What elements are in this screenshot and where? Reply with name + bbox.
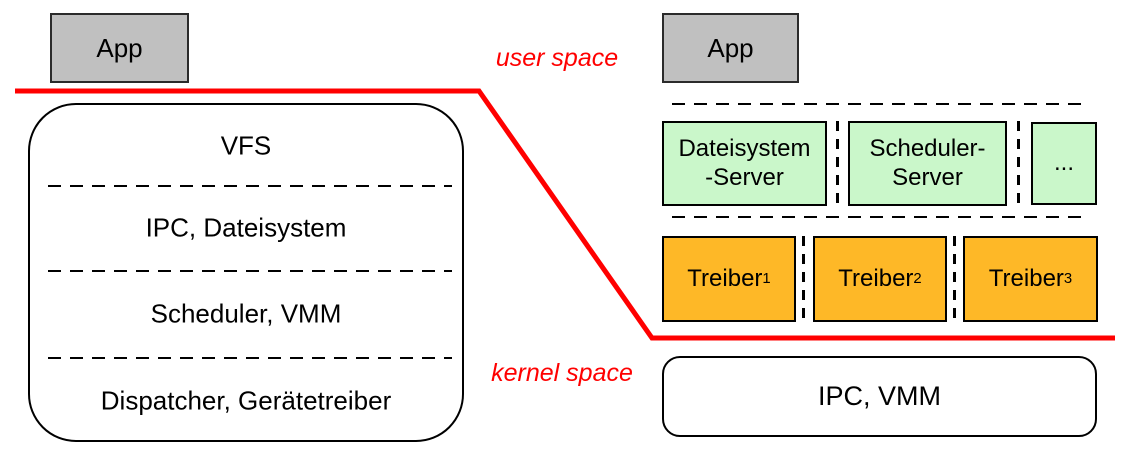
kernel-space-label: kernel space (491, 359, 633, 387)
dateisystem-server-line2: -Server (705, 163, 784, 191)
microkernel-box: IPC, VMM (662, 356, 1097, 437)
monolith-divider-1 (48, 185, 452, 187)
scheduler-server-line2: Server (892, 163, 963, 191)
monolith-section-scheduler-vmm: Scheduler, VMM (150, 298, 342, 329)
monolithic-kernel-box: VFS IPC, Dateisystem Scheduler, VMM Disp… (28, 103, 464, 442)
right-app-box: App (662, 13, 799, 83)
driver-separator-2 (953, 236, 956, 322)
left-app-label: App (96, 32, 143, 63)
right-divider-apps-servers (672, 103, 1088, 105)
treiber-3-label: Treiber (988, 265, 1064, 292)
monolith-section-dispatcher: Dispatcher, Gerätetreiber (100, 385, 392, 416)
right-app-label: App (707, 32, 754, 63)
dateisystem-server-line1: Dateisystem (678, 134, 811, 162)
server-separator-1 (836, 121, 839, 206)
more-servers-box: ... (1031, 122, 1097, 205)
scheduler-server-box: Scheduler- Server (848, 121, 1007, 206)
user-space-label: user space (495, 44, 619, 72)
treiber-2-label: Treiber (838, 265, 914, 292)
microkernel-label: IPC, VMM (817, 381, 941, 411)
dateisystem-server-box: Dateisystem -Server (662, 121, 827, 206)
monolith-divider-2 (48, 270, 452, 272)
scheduler-server-line1: Scheduler- (869, 134, 986, 162)
monolith-section-vfs: VFS (220, 130, 272, 161)
right-divider-servers-drivers (672, 216, 1088, 218)
treiber-1-label: Treiber (687, 265, 763, 292)
left-app-box: App (50, 13, 189, 83)
server-separator-2 (1017, 121, 1020, 206)
monolith-section-ipc-dateisystem: IPC, Dateisystem (145, 212, 347, 243)
driver-separator-1 (802, 236, 805, 322)
more-servers-label: ... (1053, 149, 1074, 177)
monolith-divider-3 (48, 357, 452, 359)
